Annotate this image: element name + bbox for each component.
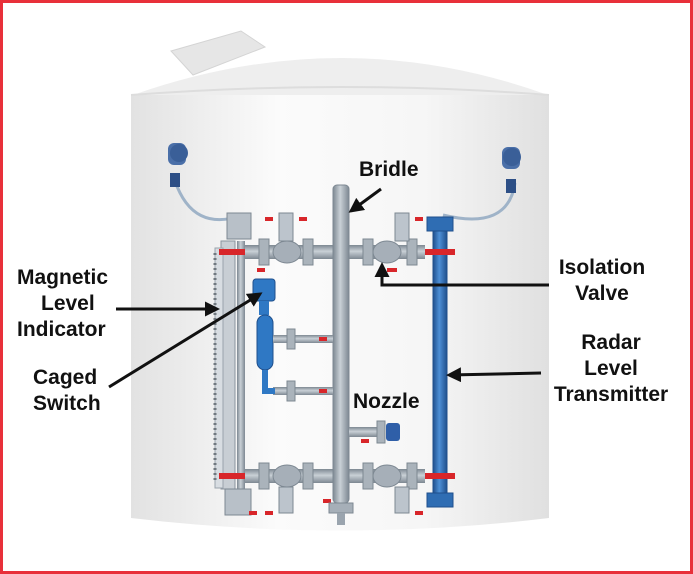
radar-label-line-1: Radar: [581, 331, 641, 354]
isolation-valve-label: Isolation Valve: [547, 255, 657, 307]
caged-switch-label-line-1: Caged: [33, 366, 98, 389]
mli-label-line-2: Level: [41, 292, 95, 315]
tank-roof: [133, 58, 548, 95]
right-transmitter-head-icon: [442, 147, 521, 221]
mli-label-line-3: Indicator: [17, 318, 106, 341]
isolation-valve-label-line-1: Isolation: [558, 256, 646, 279]
nozzle-label: Nozzle: [353, 390, 420, 413]
isolation-valve-label-line-2: Valve: [575, 282, 629, 305]
lower-header-pipe: [245, 462, 425, 515]
tank-illustration: [108, 30, 550, 531]
radar-label-line-2: Level: [584, 357, 638, 380]
bridle-pipe: [328, 184, 354, 525]
caged-switch: [252, 278, 333, 402]
mli-label-line-1: Magnetic: [17, 266, 109, 289]
tank-roof-hatch: [170, 30, 267, 76]
radar-arrow: [446, 367, 542, 383]
callout-arrows: [108, 187, 549, 389]
caged-switch-label-line-2: Switch: [33, 392, 101, 415]
bridle-arrow: [348, 187, 382, 213]
isolation-valve-arrow: [374, 262, 549, 287]
magnetic-level-indicator: [213, 212, 252, 516]
radar-level-transmitter-label: Radar Level Transmitter: [541, 330, 681, 408]
caged-switch-label: Caged Switch: [33, 365, 101, 417]
radar-label-line-3: Transmitter: [553, 383, 669, 406]
radar-level-transmitter: [425, 216, 455, 508]
bridle-label: Bridle: [359, 158, 419, 181]
caged-switch-arrow: [108, 292, 263, 389]
nozzle: [349, 420, 400, 444]
magnetic-level-indicator-label: Magnetic Level Indicator: [17, 265, 108, 343]
